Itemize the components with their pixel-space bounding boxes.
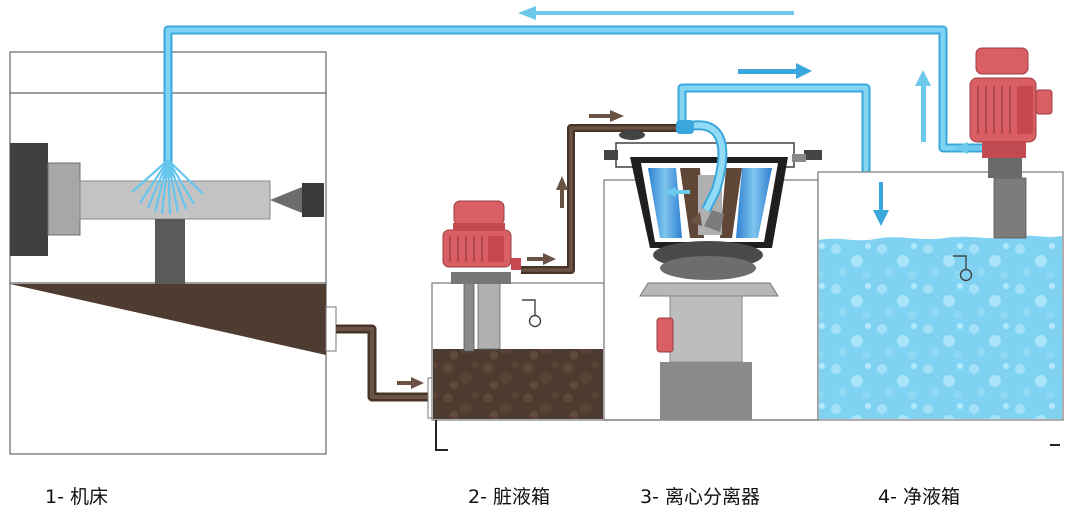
flow-arrow-icon (664, 187, 690, 197)
caption-label: 脏液箱 (493, 486, 551, 508)
clean-fluid (819, 235, 1062, 419)
flow-arrow-icon (397, 377, 424, 389)
pump-motor-icon (442, 200, 521, 270)
machine-chip-tray (10, 284, 326, 355)
level-switch-icon (522, 299, 542, 328)
flow-arrow-icon (518, 6, 794, 20)
caption-dirty-tank: 2- 脏液箱 (468, 482, 550, 509)
centrifuge-column (669, 295, 743, 363)
dirty-feed-pipe (521, 124, 690, 274)
caption-label: 离心分离器 (665, 486, 761, 508)
caption-clean-tank: 4- 净液箱 (878, 482, 960, 509)
centrifuge-housing (603, 130, 822, 421)
machine-tailstock-tip (270, 187, 302, 213)
flow-arrow-icon (954, 142, 980, 154)
coolant-spray (131, 159, 204, 215)
dirty-drain-pipe (336, 324, 428, 402)
level-switch-icon (953, 255, 973, 282)
dirty-fluid (433, 349, 603, 419)
flow-arrow-icon (873, 182, 889, 226)
caption-label: 机床 (70, 486, 109, 508)
clean-tank (817, 171, 1064, 446)
machine-chuck (10, 143, 48, 256)
pump-motor-icon (969, 47, 1053, 178)
flow-arrow-icon (690, 212, 702, 226)
flow-arrow-icon (527, 253, 556, 265)
caption-number: 4- (878, 486, 897, 508)
caption-number: 1- (45, 486, 64, 508)
caption-label: 净液箱 (903, 486, 961, 508)
flow-arrow-icon (915, 70, 931, 142)
caption-number: 2- (468, 486, 487, 508)
machine-support (155, 219, 185, 285)
dirty-tank (431, 272, 605, 451)
machine-tool (9, 51, 337, 455)
flow-arrow-icon (589, 110, 624, 122)
caption-centrifuge: 3- 离心分离器 (640, 482, 760, 509)
caption-machine-tool: 1- 机床 (45, 482, 108, 509)
flow-arrow-icon (738, 63, 812, 79)
flow-arrow-icon (556, 176, 568, 208)
caption-number: 3- (640, 486, 659, 508)
